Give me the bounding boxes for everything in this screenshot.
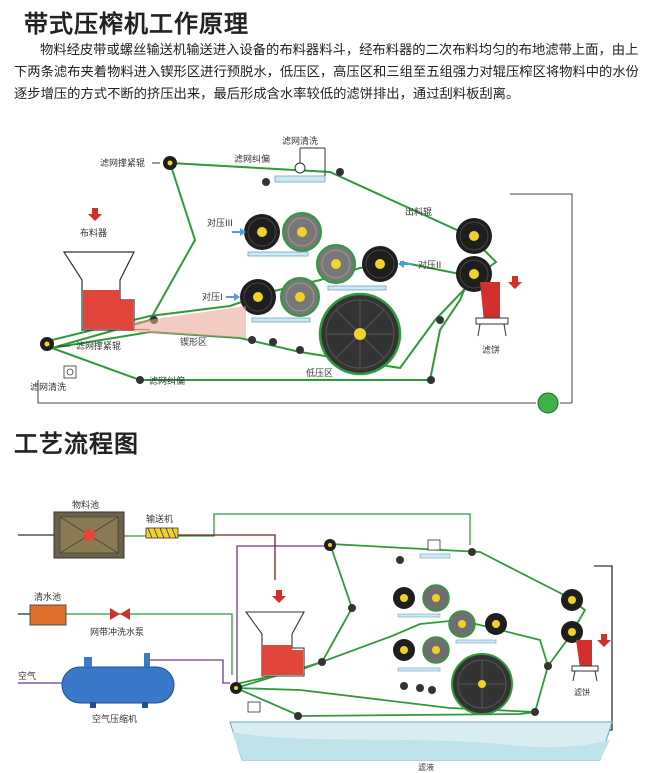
press2-arrow xyxy=(398,260,412,268)
air-label: 空气 xyxy=(18,670,36,682)
press2-label: 对压II xyxy=(418,259,441,271)
tension-top-label: 滤网撑紧辊 xyxy=(100,157,145,169)
press1-roller-b xyxy=(280,277,320,317)
feeder-label: 布料器 xyxy=(80,227,107,239)
wash-bottom-label: 滤网清洗 xyxy=(30,381,66,393)
cake-arrow xyxy=(508,276,522,289)
section2-title: 工艺流程图 xyxy=(14,430,139,458)
cake-discharge xyxy=(480,282,500,322)
press3-label: 对压III xyxy=(207,217,233,229)
feeder-hopper xyxy=(62,251,150,331)
clear-water-tank xyxy=(29,604,67,626)
tension-roller-2-top-hub xyxy=(328,543,332,547)
press1-arrow xyxy=(226,293,240,301)
filtrate-water xyxy=(232,732,610,760)
cake-arrow-2 xyxy=(597,634,611,647)
correction-top-label: 滤网纠偏 xyxy=(234,153,270,165)
wash-unit-2-top xyxy=(419,539,451,559)
press2-roller-b xyxy=(361,245,399,283)
drip-trays-1 xyxy=(247,251,387,323)
cake-stand xyxy=(475,317,509,337)
filtrate-label: 滤液 xyxy=(418,762,434,772)
press2-roller-a xyxy=(316,244,356,284)
wash-pump-label: 网带冲洗水泵 xyxy=(90,626,144,638)
tension-roller-top-hub xyxy=(167,160,173,166)
clear-tank-label: 清水池 xyxy=(34,591,61,603)
tension-roller-bottom-hub xyxy=(44,341,50,347)
drip-trays-2 xyxy=(397,613,497,672)
wedge-sludge xyxy=(134,306,246,338)
conveyor-label: 输送机 xyxy=(146,513,173,525)
wash-water-pump xyxy=(110,608,130,620)
diagram1-frame xyxy=(37,193,573,404)
cake-label-2: 滤饼 xyxy=(574,687,590,697)
cake-stand-2 xyxy=(571,665,599,682)
wash-top-label: 滤网清洗 xyxy=(282,135,318,147)
wash-top-unit xyxy=(274,147,326,183)
press3-roller-a xyxy=(243,213,281,251)
belt-press-diagram: 滤网清洗 滤网纠偏 滤网撑紧辊 出料辊 对压III 对压II 对压I xyxy=(30,135,573,414)
feeder-hopper-2 xyxy=(244,611,305,677)
cake-discharge-2 xyxy=(576,640,592,668)
press3-roller-b xyxy=(282,212,322,252)
drum-2 xyxy=(451,653,513,715)
press1-label: 对压I xyxy=(202,291,223,303)
wash-unit-2-bottom xyxy=(247,701,261,713)
material-tank-label: 物料池 xyxy=(72,499,99,511)
compressor-label: 空气压缩机 xyxy=(92,713,137,725)
low-pressure-drum xyxy=(318,292,402,376)
low-pressure-label: 低压区 xyxy=(306,367,333,379)
material-tank xyxy=(53,511,125,559)
cake-label: 滤饼 xyxy=(482,344,500,356)
outlet-roller-1 xyxy=(455,217,493,255)
feed-arrow xyxy=(88,208,102,221)
air-compressor xyxy=(61,653,175,708)
correction-bottom-label: 滤网纠偏 xyxy=(149,375,185,387)
wash-pump-1 xyxy=(537,392,559,414)
description-paragraph: 物料经皮带或螺丝输送机输送进入设备的布料器料斗，经布料器的二次布料均匀的布地滤带… xyxy=(14,43,639,102)
section1-title: 带式压榨机工作原理 xyxy=(24,10,249,38)
feed-arrow-2 xyxy=(272,590,286,603)
wedge-zone-label: 锲形区 xyxy=(180,336,207,348)
wash-bottom-unit xyxy=(63,365,77,379)
outlet-roller-label: 出料辊 xyxy=(405,206,432,218)
process-flow-diagram: 物料池 输送机 清水池 网带冲洗水泵 空气 空气压缩机 xyxy=(18,499,613,772)
conveyor-screw xyxy=(145,527,179,539)
tension-bottom-label: 滤网撑紧辊 xyxy=(76,340,121,352)
press3-arrow xyxy=(232,228,246,236)
tension-roller-2-bottom-hub xyxy=(234,686,238,690)
